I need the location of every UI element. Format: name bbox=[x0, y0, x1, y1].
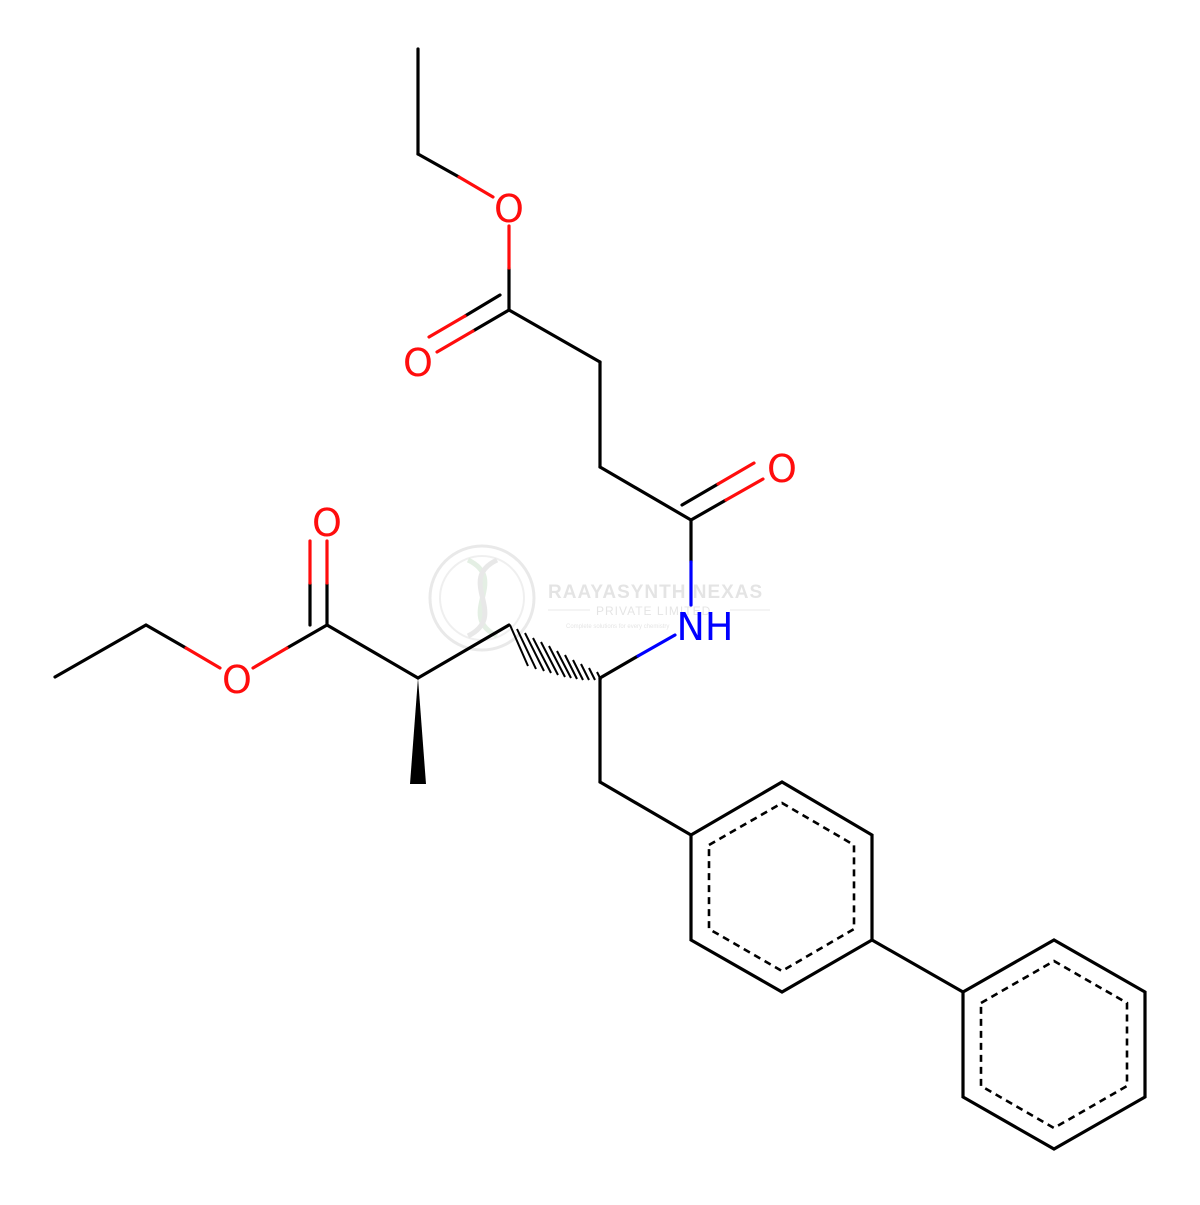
aromatic-bonds bbox=[707, 801, 1129, 1130]
bond bbox=[598, 780, 693, 837]
watermark-name: RAAYASYNTH NEXAS bbox=[548, 582, 763, 603]
bond bbox=[435, 329, 475, 354]
bond bbox=[53, 623, 148, 679]
bond bbox=[636, 633, 677, 658]
bond bbox=[507, 308, 602, 364]
watermark: RAAYASYNTH NEXAS PRIVATE LIMITED Complet… bbox=[428, 544, 770, 652]
bond bbox=[427, 314, 467, 339]
hash-bond bbox=[509, 624, 602, 681]
hetero-bonds bbox=[184, 175, 765, 680]
stereo-bonds bbox=[410, 624, 602, 784]
bond bbox=[471, 308, 511, 333]
watermark-subtitle: PRIVATE LIMITED bbox=[596, 604, 711, 618]
aromatic-ring bbox=[979, 959, 1129, 1130]
bond bbox=[680, 482, 720, 507]
watermark-tagline: Complete solutions for every chemistry bbox=[566, 624, 669, 630]
ring-bond bbox=[961, 938, 1147, 1151]
atom-o-ester-left: O bbox=[222, 658, 252, 702]
bond bbox=[325, 623, 420, 680]
watermark-logo-icon bbox=[428, 544, 536, 652]
bond bbox=[184, 646, 222, 670]
atom-nh: NH bbox=[677, 605, 734, 649]
bond bbox=[457, 175, 495, 199]
bond bbox=[716, 461, 756, 486]
bond bbox=[689, 498, 728, 522]
atom-labels: O O O O O NH bbox=[222, 187, 797, 702]
bond bbox=[251, 646, 289, 670]
wedge-bond bbox=[410, 678, 426, 784]
bond bbox=[463, 293, 502, 318]
atom-o-amide: O bbox=[767, 447, 797, 491]
bond bbox=[724, 477, 765, 502]
bond bbox=[416, 152, 461, 179]
bond bbox=[144, 623, 188, 650]
bond bbox=[598, 465, 693, 522]
atom-o-carbonyl-top: O bbox=[403, 341, 433, 385]
ring-bond bbox=[689, 780, 874, 994]
atom-o-carbonyl-left: O bbox=[312, 501, 342, 545]
bond bbox=[598, 654, 640, 680]
bond bbox=[285, 623, 329, 650]
bond bbox=[416, 623, 511, 680]
atom-o-ester-top: O bbox=[494, 187, 524, 231]
bonds bbox=[53, 47, 1147, 1151]
bond bbox=[870, 938, 965, 994]
aromatic-ring bbox=[707, 801, 856, 973]
